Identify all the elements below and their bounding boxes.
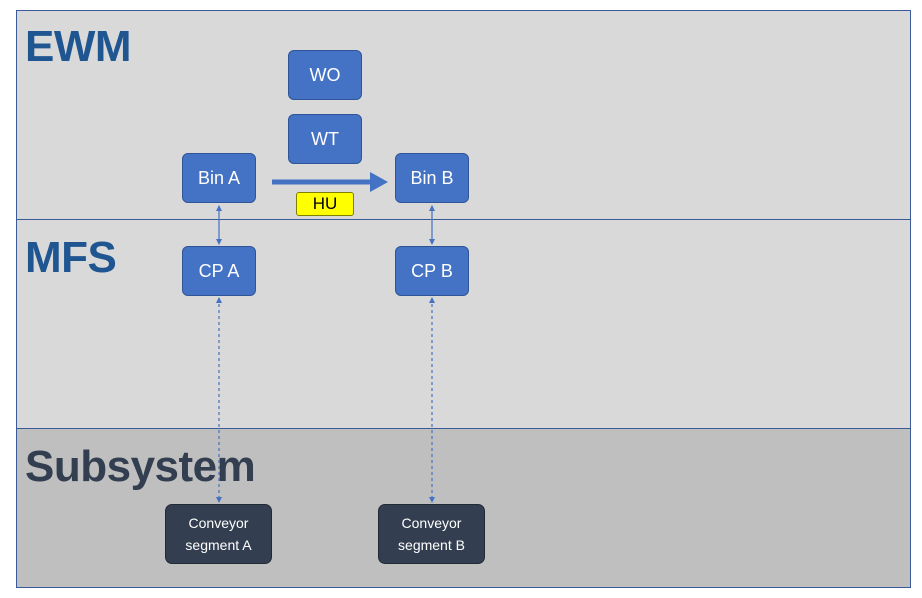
conveyor-a-line2: segment A (185, 537, 252, 553)
subsystem-layer-title: Subsystem (25, 442, 256, 491)
cp-b-node: CP B (395, 246, 469, 296)
conveyor-b-line2: segment B (398, 537, 465, 553)
ewm-layer-title: EWM (25, 22, 132, 71)
wo-node-label: WO (309, 64, 341, 85)
bin-b-node-label: Bin B (410, 167, 454, 188)
bin-a-node-label: Bin A (197, 167, 241, 188)
bin-b-node: Bin B (395, 153, 469, 203)
wt-node: WT (288, 114, 362, 164)
hu-label-text: HU (312, 194, 338, 213)
bin-a-node: Bin A (182, 153, 256, 203)
conveyor-a-line1: Conveyor (188, 515, 249, 531)
conveyor-segment-a-node: Conveyor segment A (165, 504, 272, 564)
hu-label: HU (296, 192, 354, 216)
wt-node-label: WT (311, 128, 339, 149)
conveyor-segment-b-node: Conveyor segment B (378, 504, 485, 564)
cp-b-node-label: CP B (411, 260, 453, 281)
conveyor-b-line1: Conveyor (401, 515, 462, 531)
cp-a-node-label: CP A (198, 260, 240, 281)
wo-node: WO (288, 50, 362, 100)
mfs-layer-title: MFS (25, 233, 117, 282)
cp-a-node: CP A (182, 246, 256, 296)
